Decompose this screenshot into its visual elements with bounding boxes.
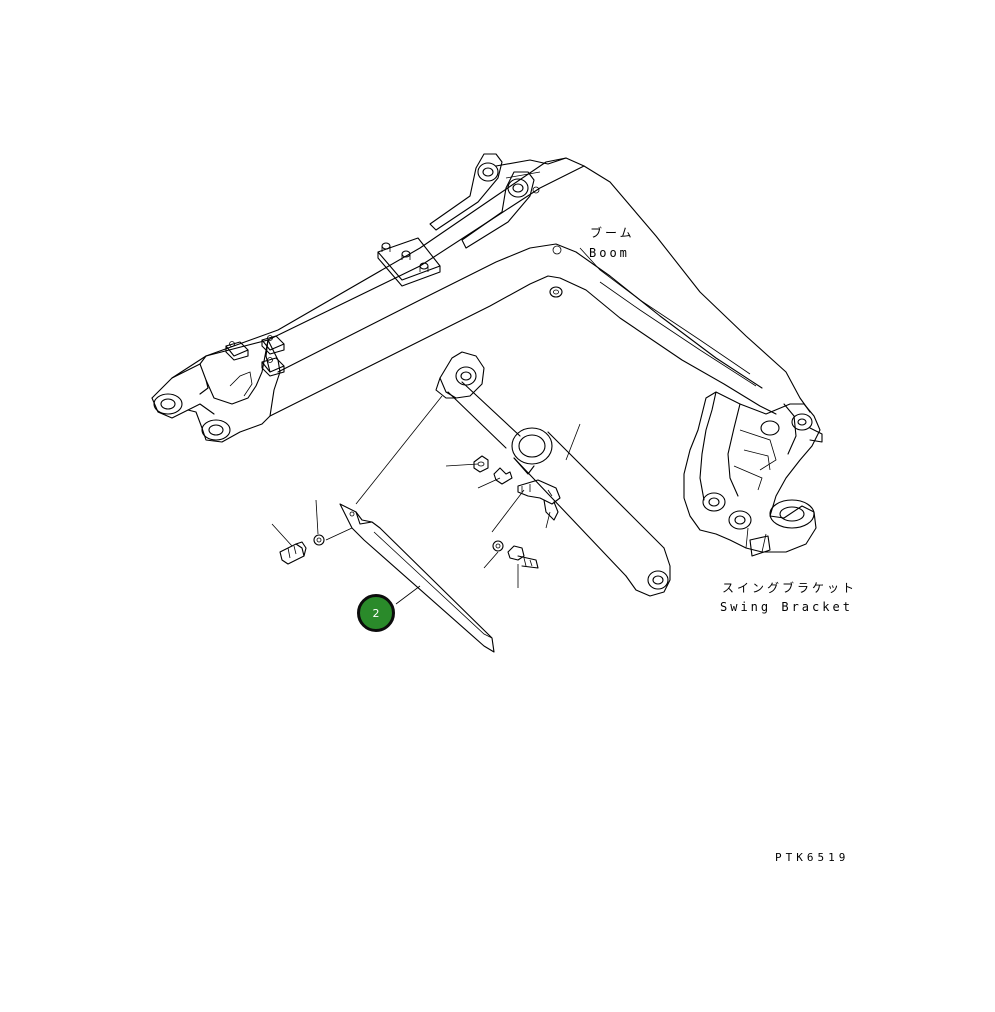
boom-label-en: Boom xyxy=(589,246,630,260)
callout-part-2[interactable]: 2 xyxy=(357,594,395,632)
part-2-plate xyxy=(339,503,495,653)
callout-number: 2 xyxy=(372,606,380,620)
boom xyxy=(151,153,811,443)
boom-cylinder xyxy=(435,351,671,597)
drawing-code: PTK6519 xyxy=(775,851,850,864)
swing-bracket-label-en: Swing Bracket xyxy=(720,600,853,614)
leader-lines xyxy=(271,395,581,605)
hardware-parts xyxy=(279,455,561,569)
swing-bracket-label-jp: スイングブラケット xyxy=(722,581,858,595)
boom-label-jp: ブーム xyxy=(590,226,635,240)
swing-bracket xyxy=(683,391,823,557)
